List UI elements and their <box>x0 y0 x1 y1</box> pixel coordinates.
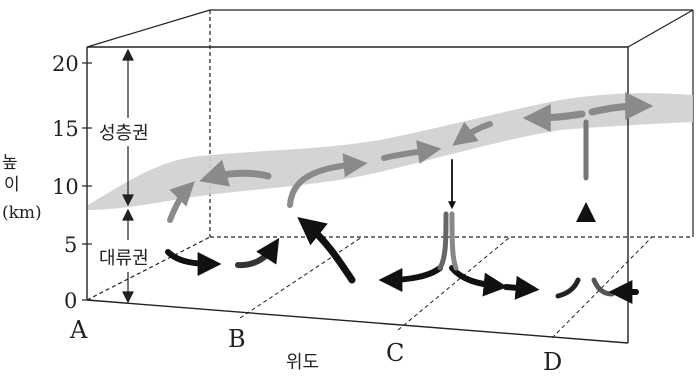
stratosphere-range-marker <box>122 48 134 207</box>
y-tick-20: 20 <box>52 52 79 76</box>
troposphere-circulation-arrows <box>165 202 639 304</box>
arrow-d-left <box>555 277 581 299</box>
arrow-strat-3 <box>287 153 368 208</box>
arrow-c-right <box>449 265 508 297</box>
point-c-label: C <box>386 339 404 367</box>
troposphere-range-marker <box>122 208 134 304</box>
arrow-strat-1 <box>167 181 195 223</box>
arrow-cell-a-bottom <box>165 249 222 276</box>
y-tick-10: 10 <box>52 175 79 199</box>
arrow-c-left <box>378 265 443 292</box>
arrow-strat-t-right <box>588 92 654 121</box>
y-tick-0: 0 <box>64 289 77 313</box>
stratosphere-circulation-arrows <box>167 92 654 223</box>
latitude-guide-lines <box>239 236 653 339</box>
box-back-edges <box>86 9 694 301</box>
ylabel-top: 높 <box>2 153 18 173</box>
arrow-strat-2 <box>199 159 272 187</box>
arrow-c-small-right <box>503 275 540 300</box>
y-tick-15: 15 <box>52 117 79 141</box>
x-axis-label: 위도 <box>286 352 319 372</box>
ylabel-unit: (km) <box>2 203 42 223</box>
arrow-cell-a-mid <box>235 237 280 269</box>
arrow-strat-t-left <box>522 103 586 132</box>
troposphere-label: 대류권 <box>99 248 149 269</box>
point-a-label: A <box>69 316 88 344</box>
ylabel-bottom: 이 <box>4 175 20 195</box>
y-axis <box>82 62 92 301</box>
descending-column-c <box>437 159 459 271</box>
point-d-label: D <box>543 348 562 372</box>
arrow-rising-b <box>297 217 356 284</box>
point-b-label: B <box>228 325 246 353</box>
arrow-strat-5 <box>452 121 493 146</box>
y-tick-5: 5 <box>64 233 77 257</box>
stratosphere-label: 성층권 <box>99 123 149 144</box>
arrow-strat-4 <box>381 140 442 164</box>
